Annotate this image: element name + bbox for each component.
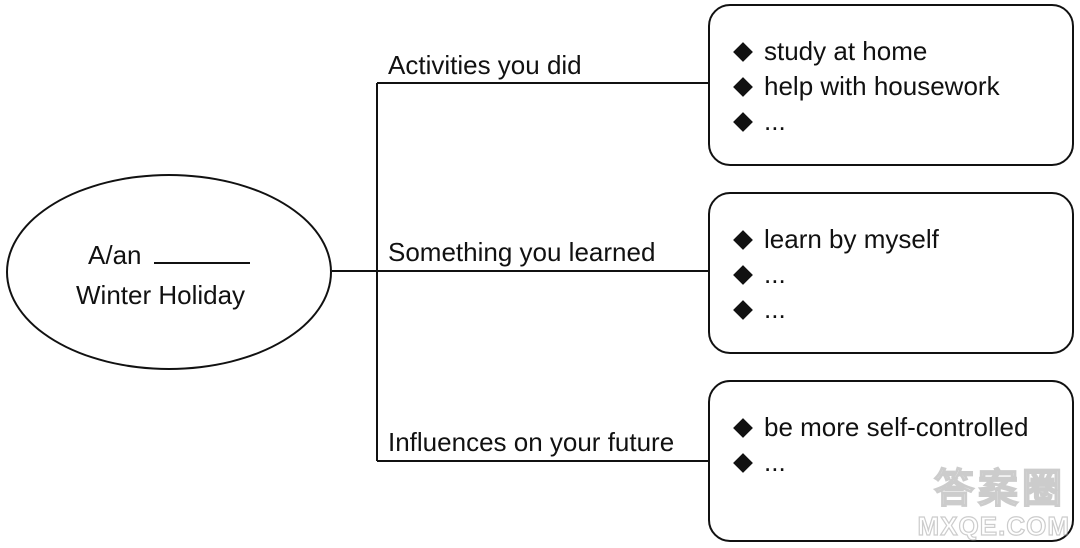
list-item: help with housework: [730, 69, 1072, 104]
list-item-text: ...: [764, 447, 786, 477]
diamond-bullet-icon: [733, 111, 753, 132]
diamond-bullet-icon: [733, 417, 753, 438]
fill-in-blank: [153, 242, 250, 264]
list-item-text: study at home: [764, 36, 928, 66]
list-item: learn by myself: [730, 222, 1072, 257]
center-prefix: A/an: [88, 240, 142, 270]
diamond-bullet-icon: [733, 41, 753, 62]
center-title-line2: Winter Holiday: [76, 280, 246, 310]
watermark-url: MXQE.COM: [917, 510, 1070, 541]
list-item: ...: [730, 445, 1072, 480]
list-item: ...: [730, 257, 1072, 292]
list-item-text: ...: [764, 259, 786, 289]
branch-label-influences: Influences on your future: [388, 427, 675, 457]
list-item: study at home: [730, 34, 1072, 69]
list-item-text: be more self-controlled: [764, 412, 1029, 442]
list-item: be more self-controlled: [730, 410, 1072, 445]
center-ellipse: [6, 174, 332, 370]
list-item-text: ...: [764, 106, 786, 136]
branch-label-activities: Activities you did: [388, 50, 582, 80]
branch-label-learned: Something you learned: [388, 237, 656, 267]
list-item-text: learn by myself: [764, 224, 939, 254]
list-item: ...: [730, 292, 1072, 327]
diamond-bullet-icon: [733, 76, 753, 97]
influences-box: be more self-controlled ...: [708, 380, 1074, 542]
list-item-text: ...: [764, 294, 786, 324]
learned-box: learn by myself ... ...: [708, 192, 1074, 354]
list-item-text: help with housework: [764, 71, 1000, 101]
watermark-logo-text: 答案圈: [933, 466, 1066, 512]
diamond-bullet-icon: [733, 229, 753, 250]
watermark: 答案圈 MXQE.COM: [894, 456, 1074, 542]
diamond-bullet-icon: [733, 264, 753, 285]
center-title-line1: A/an: [88, 240, 250, 271]
diamond-bullet-icon: [733, 299, 753, 320]
activities-box: study at home help with housework ...: [708, 4, 1074, 166]
list-item: ...: [730, 104, 1072, 139]
diamond-bullet-icon: [733, 452, 753, 473]
